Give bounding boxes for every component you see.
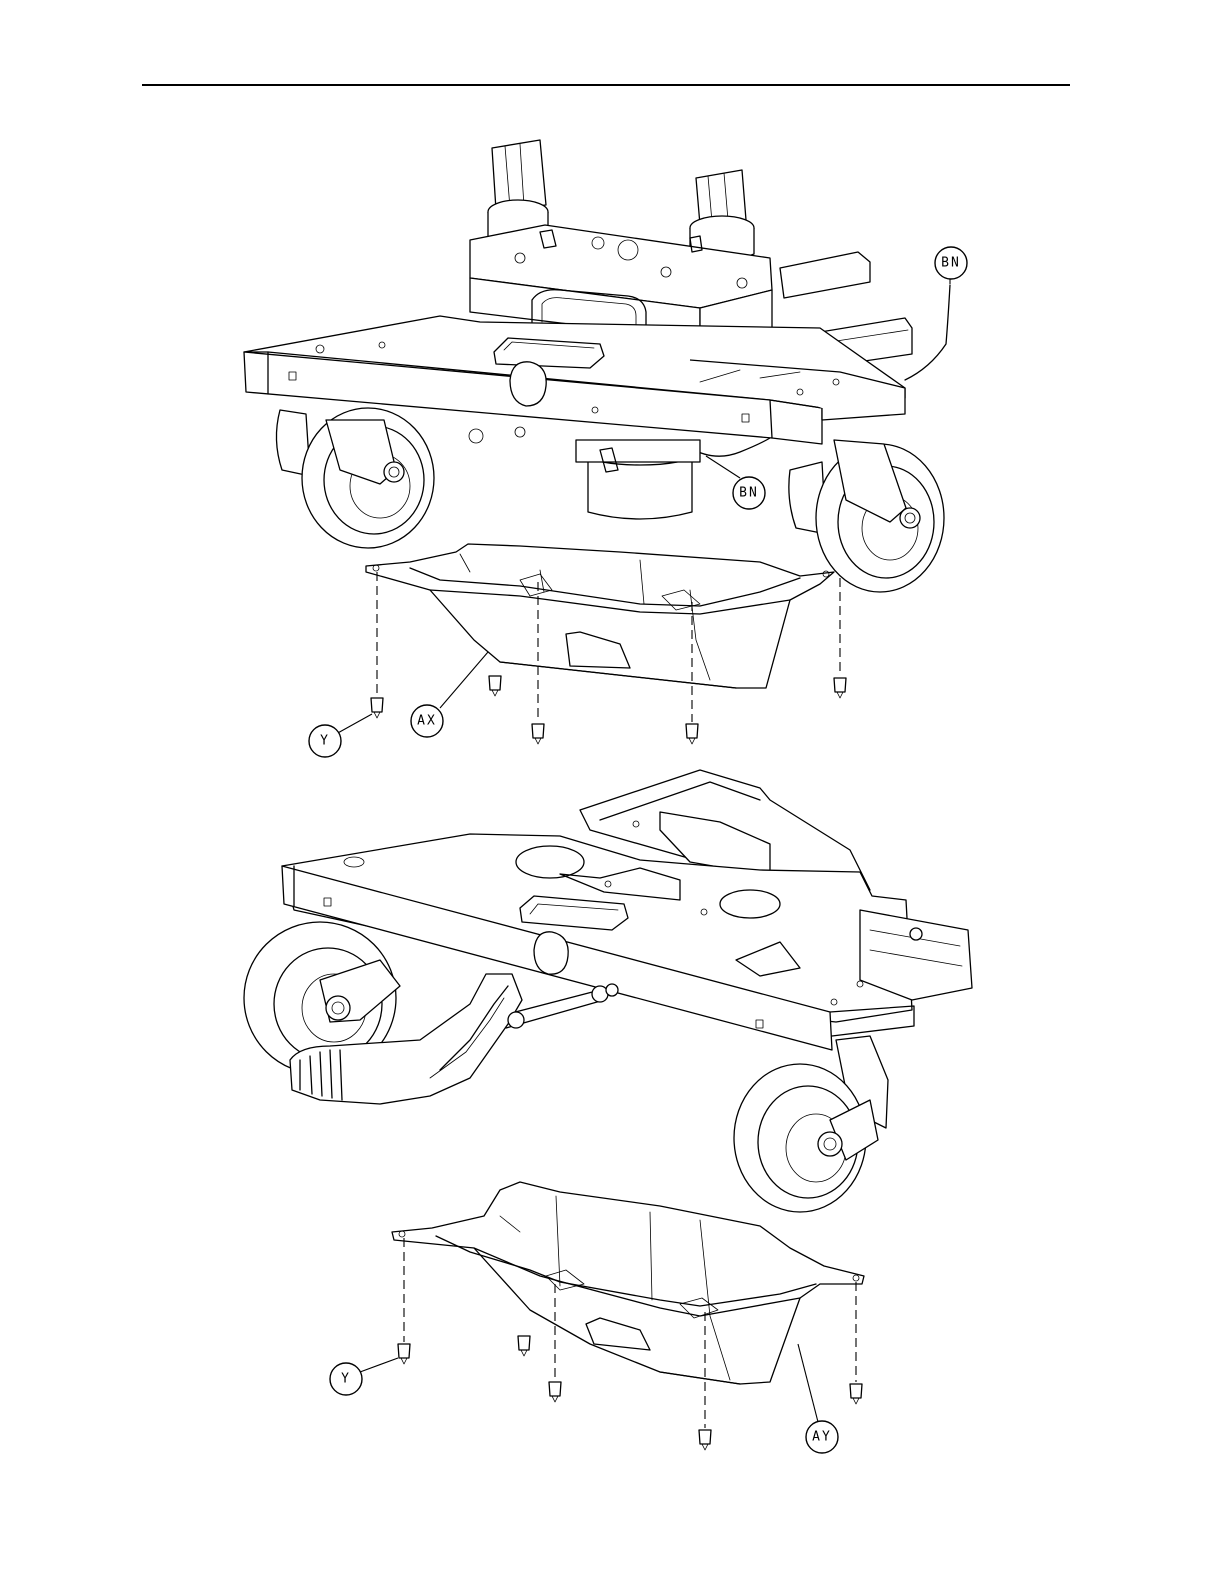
callout-label: BN (739, 486, 759, 501)
right-caster-wheel (789, 440, 944, 592)
callout-label: Y (320, 734, 330, 749)
callout-label: AX (417, 714, 437, 729)
drive-motor (469, 427, 700, 519)
upper-cart-base-assembly (244, 140, 950, 592)
cable-bn-lower (690, 438, 770, 456)
callout-label: Y (341, 1372, 351, 1387)
callout-ax: AX (411, 652, 488, 737)
callout-ay: AY (798, 1344, 838, 1453)
callout-y-bottom: Y (330, 1358, 398, 1395)
callout-label: AY (812, 1430, 832, 1445)
cover-tray-ax (366, 544, 834, 688)
callout-bn-mid: BN (706, 456, 765, 509)
callout-y-top: Y (309, 714, 372, 757)
left-caster-wheel (276, 408, 434, 548)
callout-bn-top: BN (935, 247, 967, 284)
lower-right-caster-wheel (734, 1036, 888, 1212)
callout-label: BN (941, 256, 961, 271)
